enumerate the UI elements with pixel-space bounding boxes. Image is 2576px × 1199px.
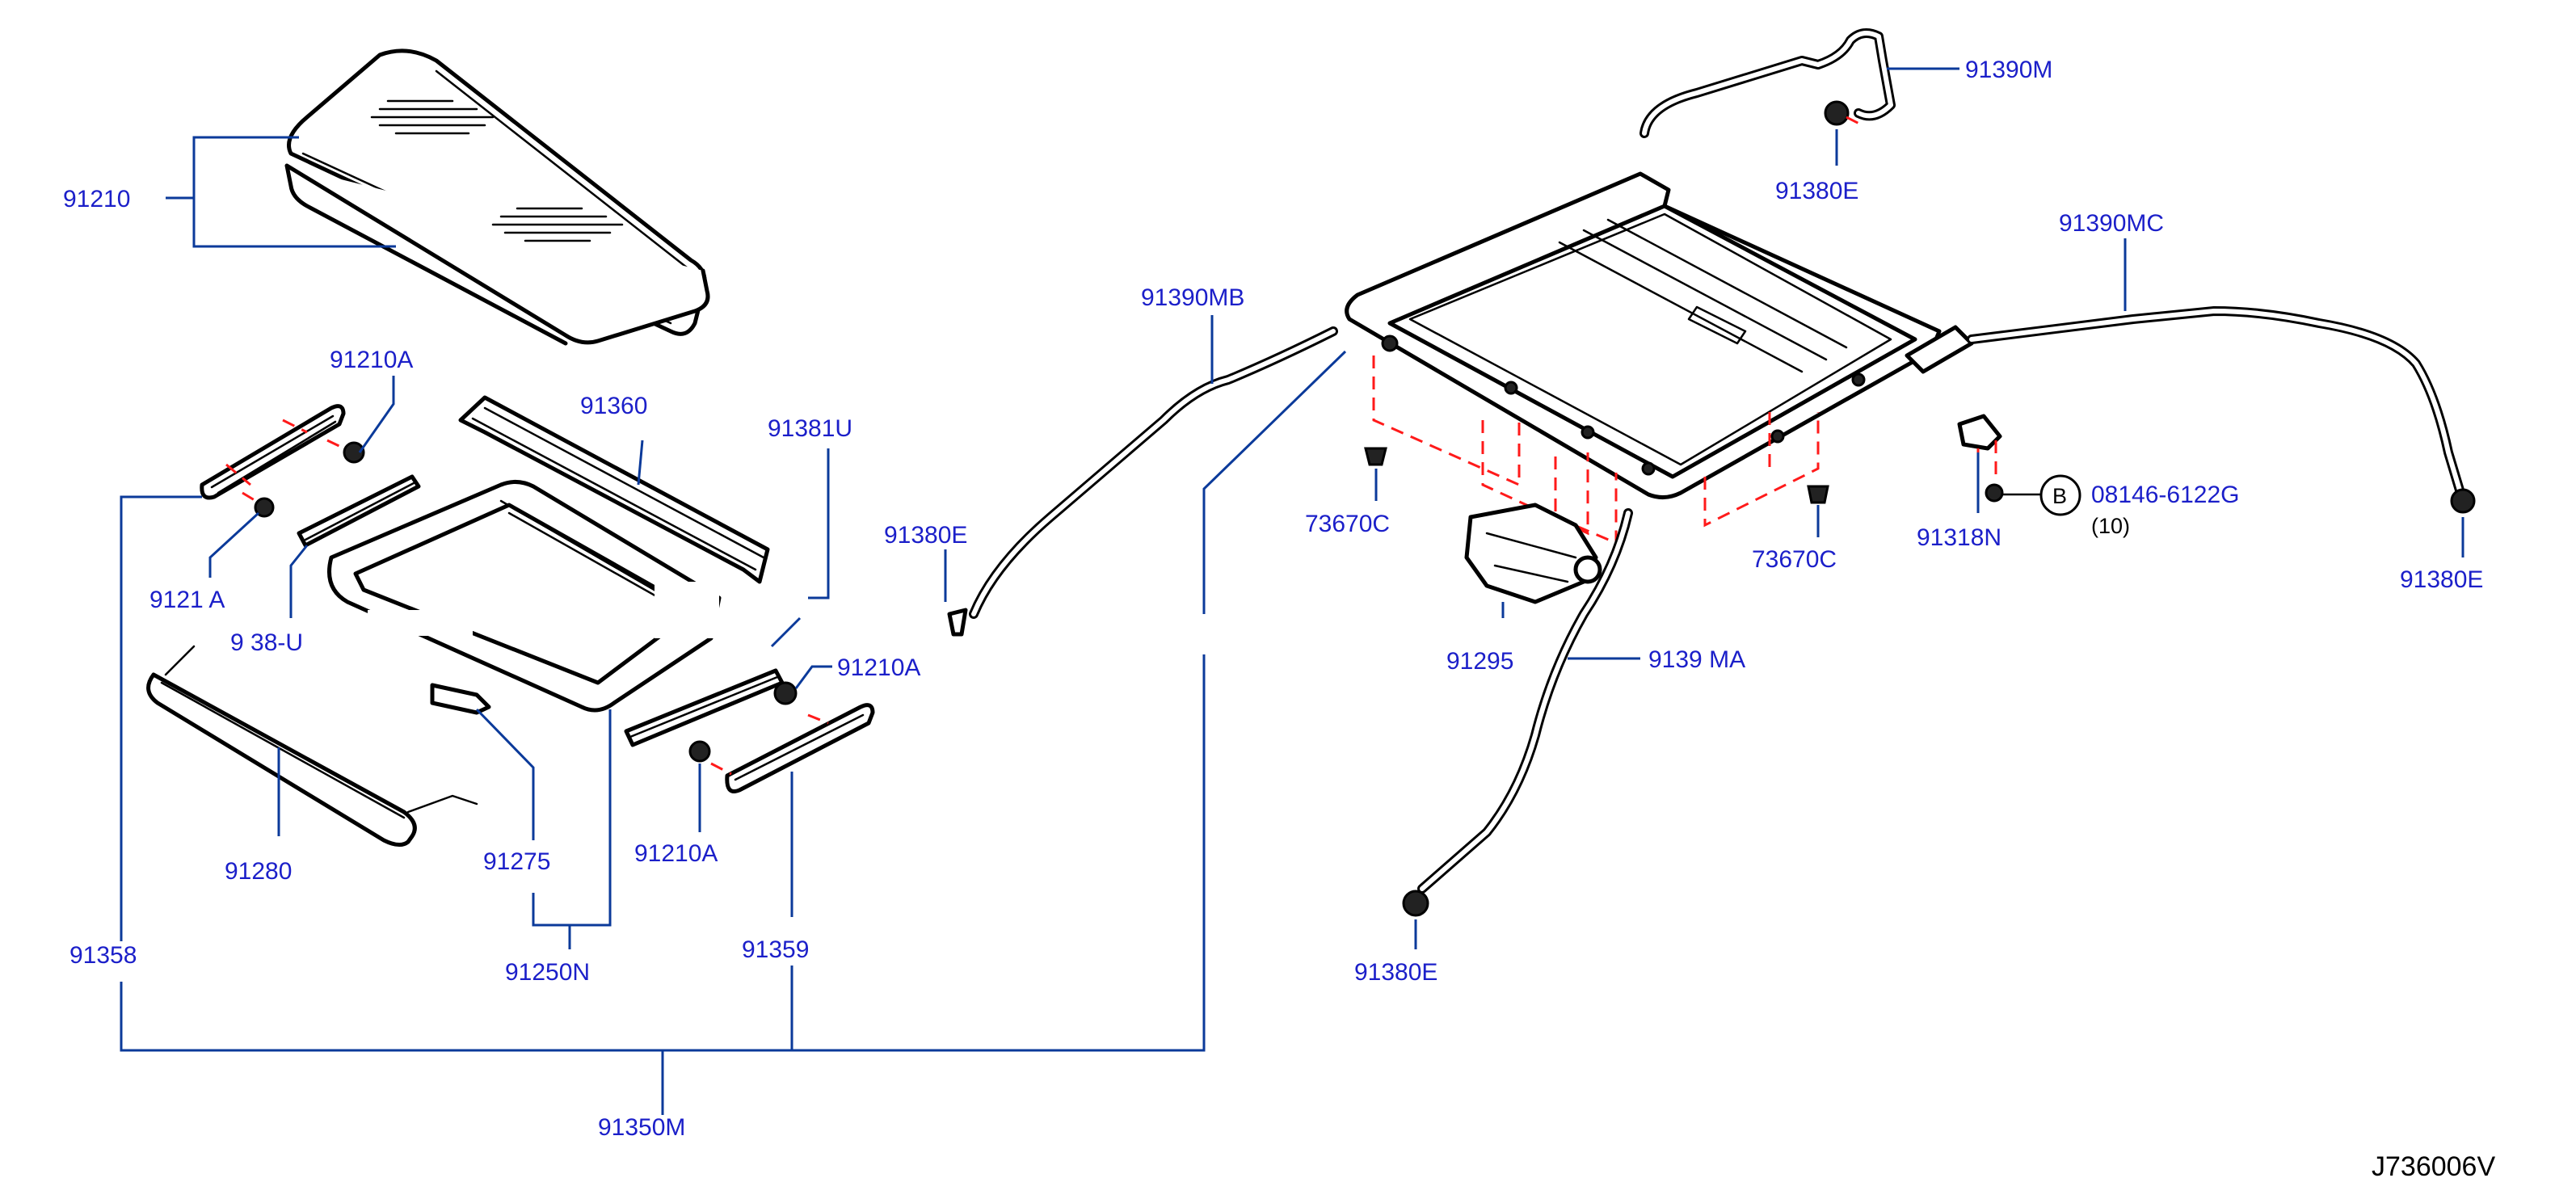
label-91380e-left: 91380E bbox=[884, 522, 967, 549]
bolt-marker-circle bbox=[2039, 474, 2081, 516]
label-91380e-right: 91380E bbox=[2400, 566, 2483, 593]
label-91380u-partial: 9 38-U bbox=[230, 629, 303, 656]
clip-91210a-mid bbox=[773, 681, 798, 705]
drain-hose-91390mc bbox=[1967, 306, 2465, 498]
label-91210: 91210 bbox=[63, 186, 130, 212]
right-rail-91359 bbox=[710, 703, 875, 793]
label-91210a-mid: 91210A bbox=[837, 654, 920, 681]
handle-91275 bbox=[430, 683, 491, 715]
clip-91210a-top bbox=[326, 439, 365, 464]
label-91380e-topright: 91380E bbox=[1775, 178, 1858, 204]
diagram-id: J736006V bbox=[2372, 1151, 2495, 1182]
clip-73670c-right bbox=[1807, 485, 1829, 504]
frame-mount-dashes bbox=[1372, 355, 1820, 545]
label-73670c-left: 73670C bbox=[1305, 511, 1390, 537]
clip-91210a-left bbox=[254, 497, 275, 518]
label-91390mc: 91390MC bbox=[2059, 210, 2164, 237]
label-91359: 91359 bbox=[742, 936, 809, 963]
label-91250n: 91250N bbox=[505, 959, 590, 986]
glass-hatch-upper bbox=[370, 99, 495, 135]
bracket-91318n bbox=[1957, 414, 2002, 477]
sunshade-91280 bbox=[146, 645, 478, 847]
clip-73670c-left bbox=[1364, 447, 1387, 466]
glass-hatch-lower bbox=[491, 207, 624, 242]
label-91295: 91295 bbox=[1446, 648, 1513, 675]
label-bolt-qty: (10) bbox=[2091, 514, 2130, 538]
left-rail-91358 bbox=[200, 404, 346, 507]
label-91360: 91360 bbox=[580, 393, 647, 419]
label-91210a-left-partial: 9121 A bbox=[149, 587, 225, 613]
clip-91210a-low bbox=[688, 740, 711, 763]
motor-91295 bbox=[1464, 503, 1602, 604]
drain-hose-91390m bbox=[1639, 28, 1896, 138]
hose-end-91380e-right bbox=[2450, 488, 2476, 514]
frame-91360 bbox=[458, 395, 770, 584]
label-91318n: 91318N bbox=[1917, 524, 2001, 551]
bolt-marker-letter: B bbox=[2052, 484, 2067, 508]
label-91275: 91275 bbox=[483, 848, 550, 875]
hose-end-91380e-left bbox=[947, 608, 968, 637]
sunshade-frame-91250n bbox=[327, 480, 722, 713]
label-bolt-code: 08146-6122G bbox=[2091, 482, 2240, 508]
label-91210a-low: 91210A bbox=[634, 840, 718, 867]
label-91280: 91280 bbox=[225, 858, 292, 885]
label-91390mb: 91390MB bbox=[1141, 284, 1244, 311]
label-91381u: 91381U bbox=[768, 415, 852, 442]
drain-hose-91390mb bbox=[969, 326, 1338, 619]
label-73670c-right: 73670C bbox=[1752, 546, 1837, 573]
deflector-91380u bbox=[297, 474, 421, 548]
label-91358: 91358 bbox=[69, 942, 137, 969]
label-91380e-bottom: 91380E bbox=[1354, 959, 1437, 986]
glass-panel-91210 bbox=[284, 48, 710, 346]
label-91350m: 91350M bbox=[598, 1114, 685, 1141]
sunroof-main-frame bbox=[1345, 171, 1974, 499]
bolt-08146-6122g bbox=[1985, 483, 2042, 503]
drain-hose-91390ma bbox=[1417, 508, 1633, 894]
hose-end-91380e-bottom bbox=[1402, 890, 1429, 917]
label-91390m: 91390M bbox=[1965, 57, 2052, 83]
label-91390ma-partial: 9139 MA bbox=[1648, 646, 1745, 673]
seal-91381u bbox=[624, 668, 785, 747]
label-91210a-top: 91210A bbox=[330, 347, 413, 373]
hose-end-91380e-topright bbox=[1824, 100, 1863, 127]
